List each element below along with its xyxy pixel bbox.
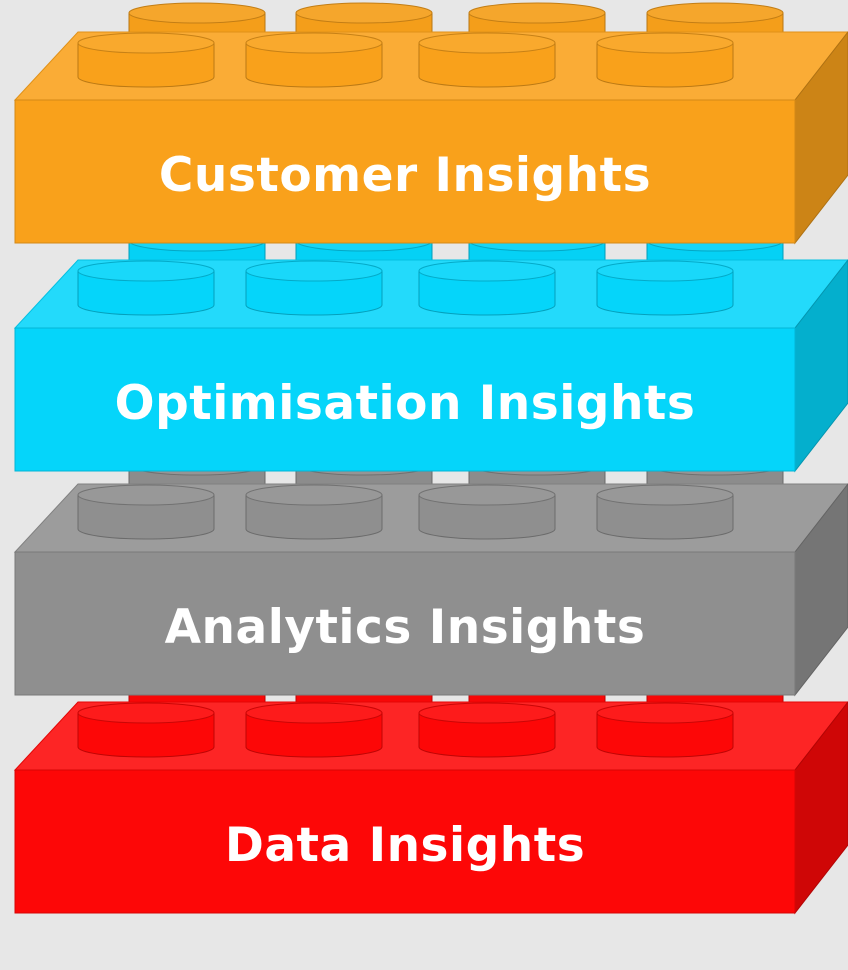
stud-side bbox=[418, 270, 556, 316]
front-stud bbox=[245, 702, 383, 758]
stud-side bbox=[596, 494, 734, 540]
front-stud bbox=[418, 260, 556, 316]
stud-side bbox=[77, 712, 215, 758]
brick-label: Data Insights bbox=[224, 818, 586, 873]
stud-top bbox=[418, 260, 556, 282]
stud-top bbox=[596, 32, 734, 54]
stud-side bbox=[77, 494, 215, 540]
front-stud bbox=[77, 32, 215, 88]
front-stud bbox=[418, 32, 556, 88]
stud-side bbox=[245, 42, 383, 88]
front-stud bbox=[418, 702, 556, 758]
stud-top bbox=[418, 484, 556, 506]
stud-side bbox=[245, 270, 383, 316]
stud-top bbox=[245, 260, 383, 282]
brick-front-face bbox=[14, 769, 796, 914]
front-stud bbox=[245, 484, 383, 540]
stud-side bbox=[245, 494, 383, 540]
stud-top bbox=[77, 260, 215, 282]
brick-body bbox=[13, 2, 848, 245]
stud-top bbox=[245, 484, 383, 506]
front-stud bbox=[77, 260, 215, 316]
brick-label: Customer Insights bbox=[158, 148, 652, 203]
insights-brick-stack: Customer Insights Optimisation Insights … bbox=[0, 0, 848, 915]
stud-top bbox=[77, 32, 215, 54]
brick-front-face bbox=[14, 551, 796, 696]
stud-side bbox=[596, 270, 734, 316]
stud-top bbox=[596, 702, 734, 724]
stud-top bbox=[596, 260, 734, 282]
front-stud bbox=[245, 260, 383, 316]
stud-top bbox=[295, 2, 433, 24]
brick-label: Optimisation Insights bbox=[114, 376, 696, 431]
stud-top bbox=[245, 702, 383, 724]
stud-top bbox=[646, 2, 784, 24]
brick-customer-insights: Customer Insights bbox=[0, 0, 848, 300]
front-stud bbox=[596, 260, 734, 316]
stud-top bbox=[468, 2, 606, 24]
stud-top bbox=[128, 2, 266, 24]
front-stud bbox=[596, 484, 734, 540]
stud-top bbox=[418, 702, 556, 724]
stud-top bbox=[418, 32, 556, 54]
stud-side bbox=[77, 42, 215, 88]
brick-front-face bbox=[14, 327, 796, 472]
stud-top bbox=[77, 484, 215, 506]
stud-side bbox=[418, 712, 556, 758]
stud-side bbox=[77, 270, 215, 316]
stud-side bbox=[245, 712, 383, 758]
front-stud bbox=[77, 484, 215, 540]
front-stud bbox=[596, 702, 734, 758]
stud-side bbox=[596, 42, 734, 88]
stud-side bbox=[596, 712, 734, 758]
stud-top bbox=[245, 32, 383, 54]
brick-analytics-insights: Analytics Insights bbox=[0, 452, 848, 752]
front-stud bbox=[596, 32, 734, 88]
brick-body bbox=[13, 454, 848, 697]
stud-side bbox=[418, 42, 556, 88]
front-stud bbox=[418, 484, 556, 540]
stud-side bbox=[418, 494, 556, 540]
stud-top bbox=[77, 702, 215, 724]
front-stud bbox=[245, 32, 383, 88]
stud-top bbox=[596, 484, 734, 506]
brick-front-face bbox=[14, 99, 796, 244]
brick-label: Analytics Insights bbox=[164, 600, 646, 655]
front-stud bbox=[77, 702, 215, 758]
